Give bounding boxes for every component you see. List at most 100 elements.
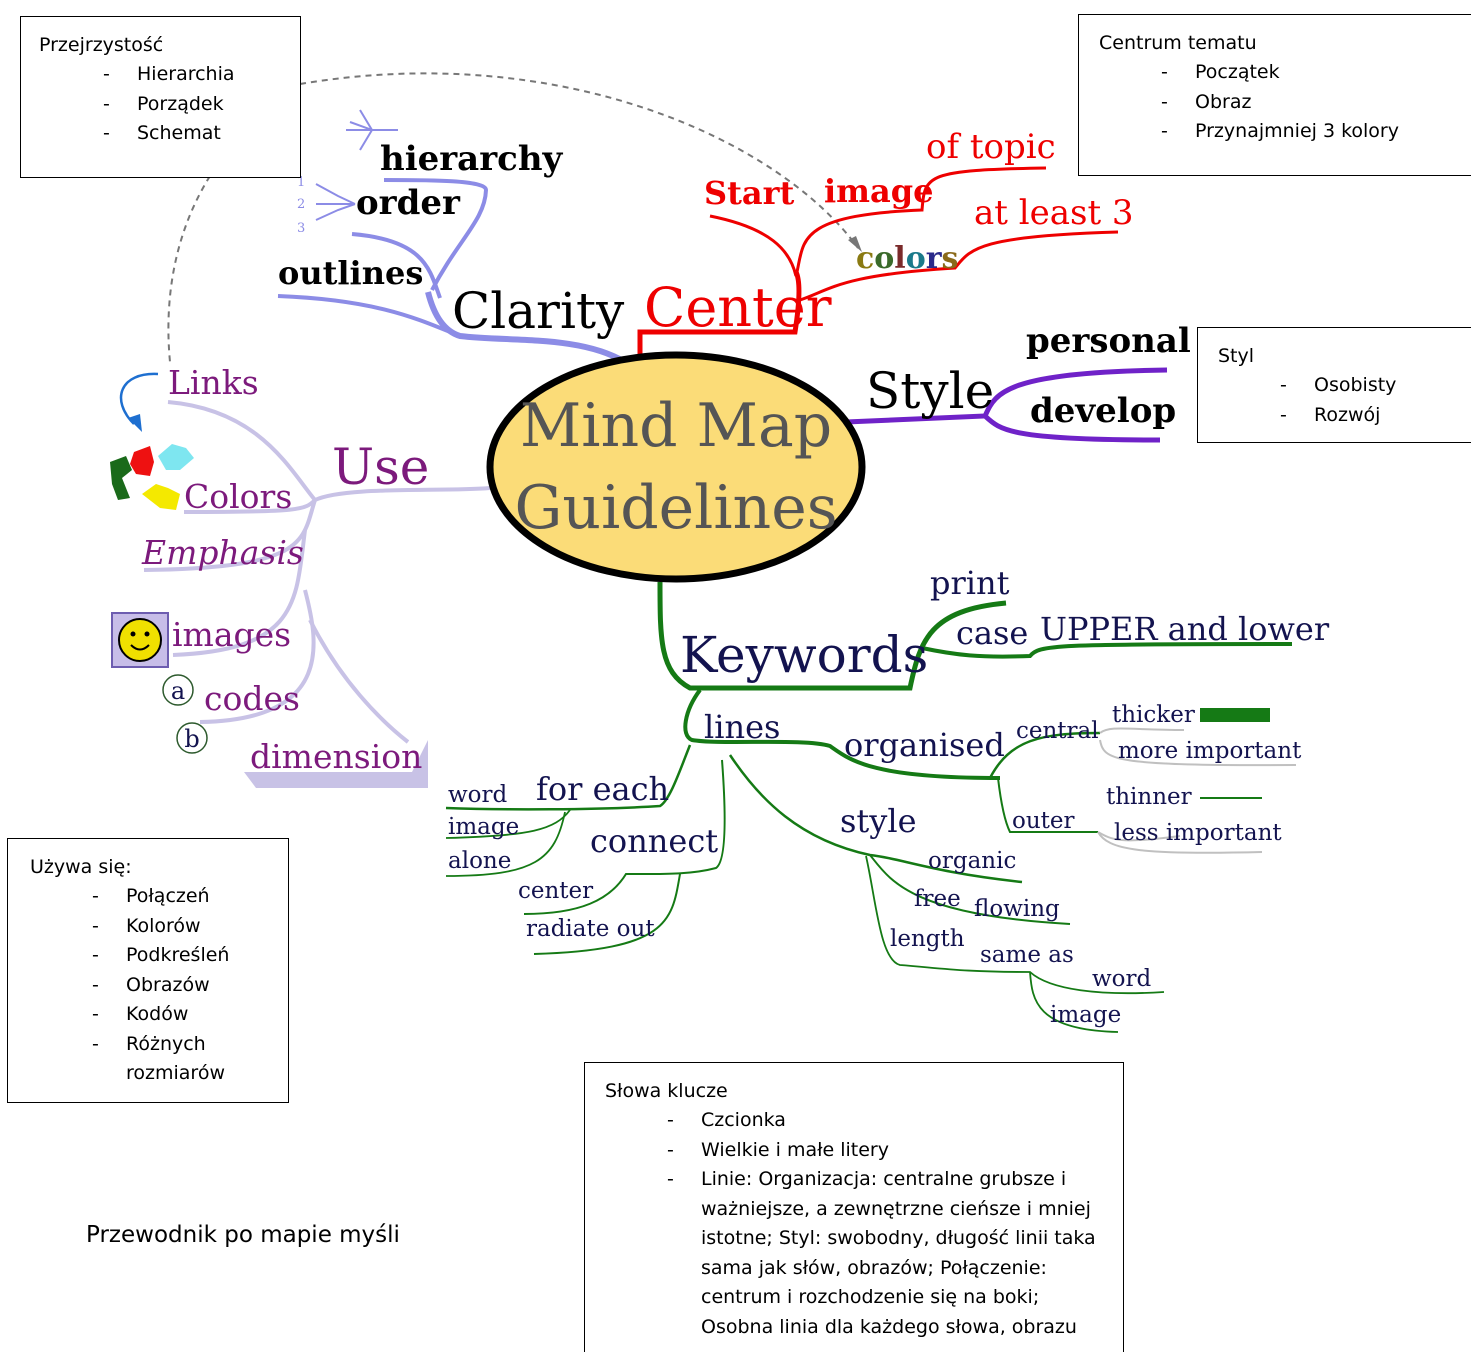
center-branch: [637, 166, 1119, 360]
note-style: Styl Osobisty Rozwój: [1197, 327, 1471, 443]
length-label[interactable]: length: [890, 926, 965, 952]
keywords-branch: [445, 581, 1293, 1033]
smiley-eye-right: [144, 631, 150, 637]
dimension-3d-shape: [244, 740, 428, 788]
for-each-image-label[interactable]: image: [448, 814, 519, 840]
note-center-item: Obraz: [1161, 88, 1471, 118]
dimension-label[interactable]: dimension: [250, 737, 422, 776]
color-splash-icon: [110, 444, 194, 510]
keywords-label[interactable]: Keywords: [680, 626, 928, 684]
colors-letter-l: l: [894, 241, 905, 276]
free-label[interactable]: free: [914, 886, 961, 912]
order-number-3: 3: [297, 221, 305, 236]
note-center-item: Przynajmniej 3 kolory: [1161, 117, 1471, 147]
style-label[interactable]: Style: [866, 362, 994, 420]
note-clarity-item: Schemat: [103, 119, 300, 149]
for-each-word-label[interactable]: word: [448, 782, 508, 808]
keywords-labels: Keywords print case UPPER and lower line…: [448, 564, 1330, 1028]
organised-label[interactable]: organised: [844, 726, 1005, 764]
note-use-item: Połączeń: [92, 882, 266, 912]
note-use: Używa się: Połączeń Kolorów Podkreśleń O…: [7, 838, 289, 1103]
emphasis-label[interactable]: Emphasis: [141, 533, 304, 572]
order-label[interactable]: order: [356, 183, 461, 223]
note-use-item: Obrazów: [92, 971, 266, 1001]
smiley-mouth: [130, 644, 150, 651]
code-b-circle: [176, 722, 208, 754]
more-important-label[interactable]: more important: [1118, 738, 1302, 764]
note-keywords-item: Wielkie i małe litery: [667, 1136, 1111, 1166]
flowing-label[interactable]: flowing: [974, 896, 1060, 922]
at-least-3-label[interactable]: at least 3: [974, 193, 1134, 233]
colors-letter-o: o: [874, 241, 894, 276]
radiate-out-label[interactable]: radiate out: [526, 916, 655, 942]
style-kw-label[interactable]: style: [840, 802, 917, 840]
thicker-label[interactable]: thicker: [1112, 702, 1195, 728]
links-label[interactable]: Links: [168, 363, 259, 402]
clarity-branch: [277, 109, 627, 365]
code-a-letter: a: [171, 677, 185, 705]
connect-label[interactable]: connect: [590, 822, 718, 860]
note-clarity-title: Przejrzystość: [39, 34, 164, 56]
use-label[interactable]: Use: [332, 438, 429, 496]
for-each-label[interactable]: for each: [536, 770, 669, 808]
note-keywords: Słowa klucze Czcionka Wielkie i małe lit…: [584, 1062, 1124, 1352]
curved-arrow-head-icon: [128, 414, 142, 432]
outlines-label[interactable]: outlines: [278, 254, 423, 292]
of-topic-label[interactable]: of topic: [926, 127, 1056, 167]
page-caption: Przewodnik po mapie myśli: [86, 1222, 400, 1248]
personal-label[interactable]: personal: [1026, 321, 1191, 361]
same-as-image-label[interactable]: image: [1050, 1002, 1121, 1028]
colors-letter-s: s: [942, 241, 959, 276]
note-clarity-item: Porządek: [103, 90, 300, 120]
same-as-word-label[interactable]: word: [1092, 966, 1152, 992]
colors-letter-c: c: [856, 241, 874, 276]
center-kw-label[interactable]: center: [518, 878, 593, 904]
center-title-line1: Mind Map: [520, 391, 832, 461]
central-label[interactable]: central: [1016, 718, 1099, 744]
style-branch: [845, 367, 1168, 443]
outer-label[interactable]: outer: [1012, 808, 1075, 834]
note-style-item: Rozwój: [1280, 401, 1471, 431]
image-label[interactable]: image: [824, 172, 933, 210]
note-clarity-item: Hierarchia: [103, 60, 300, 90]
note-use-item: Kodów: [92, 1000, 266, 1030]
order-number-2: 2: [297, 197, 305, 212]
note-clarity: Przejrzystość Hierarchia Porządek Schema…: [20, 16, 301, 178]
colors-label[interactable]: Colors: [184, 477, 292, 516]
smiley-eye-left: [130, 631, 136, 637]
colors-multicolor-label[interactable]: colors: [856, 241, 958, 276]
smiley-icon: [118, 618, 162, 662]
less-important-label[interactable]: less important: [1114, 820, 1282, 846]
center-branch-label[interactable]: Center: [644, 276, 832, 339]
arrowhead-icon: [848, 236, 862, 252]
start-label[interactable]: Start: [704, 174, 794, 212]
curved-arrow-icon: [119, 372, 159, 425]
thick-line-sample: [1200, 708, 1270, 722]
images-label[interactable]: images: [172, 615, 291, 654]
note-center-item: Początek: [1161, 58, 1471, 88]
upper-lower-label[interactable]: UPPER and lower: [1040, 610, 1330, 648]
organic-label[interactable]: organic: [928, 848, 1016, 874]
code-b-letter: b: [184, 725, 199, 753]
clarity-label[interactable]: Clarity: [452, 282, 625, 340]
note-use-item: Kolorów: [92, 912, 266, 942]
note-keywords-item: Czcionka: [667, 1106, 1111, 1136]
note-use-title: Używa się:: [30, 856, 132, 878]
develop-label[interactable]: develop: [1030, 391, 1176, 431]
thinner-label[interactable]: thinner: [1106, 784, 1192, 810]
same-as-label[interactable]: same as: [980, 942, 1074, 968]
center-node[interactable]: [486, 351, 866, 583]
center-title-line2: Guidelines: [515, 473, 838, 543]
for-each-alone-label[interactable]: alone: [448, 848, 511, 874]
keywords-grey-lines: [1097, 727, 1297, 854]
print-label[interactable]: print: [930, 564, 1010, 602]
colors-letter-o2: o: [906, 241, 926, 276]
lines-label[interactable]: lines: [704, 708, 780, 746]
note-style-item: Osobisty: [1280, 371, 1471, 401]
note-center: Centrum tematu Początek Obraz Przynajmni…: [1078, 14, 1471, 176]
codes-label[interactable]: codes: [204, 679, 300, 718]
case-label[interactable]: case: [956, 614, 1028, 652]
hierarchy-label[interactable]: hierarchy: [380, 139, 564, 179]
note-keywords-item: Linie: Organizacja: centralne grubsze i …: [667, 1165, 1111, 1342]
